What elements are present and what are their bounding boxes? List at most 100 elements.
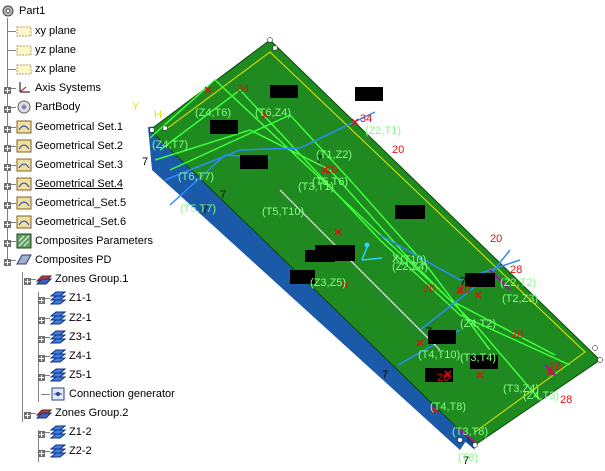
tree-item-z3-1[interactable]: Z3-1 [49,328,92,346]
tree-item-label: Z1-1 [69,292,92,305]
tree-item-z1-2[interactable]: Z1-2 [49,423,92,441]
redacted-block [465,273,495,287]
tree-connector [7,260,16,262]
expand-node-icon[interactable] [38,372,45,381]
zone-label: (T3,T8) [452,426,488,438]
tree-item-composites-parameters[interactable]: Composites Parameters [16,232,153,250]
tree-connector [7,202,16,204]
tree-item-partbody[interactable]: PartBody [16,98,80,116]
expand-node-icon[interactable] [38,448,45,458]
panel-side-face[interactable] [148,127,470,450]
zone-label: (Z4,T6) [195,107,231,119]
expand-node-icon[interactable] [38,353,45,362]
tree-item-composites-pd[interactable]: Composites PD [16,251,111,269]
tree-item-label: Geometrical_Set.5 [35,196,127,209]
thickness-label: 28 [510,264,522,276]
edge-number: 7 [142,156,148,168]
tree-item-connection-generator[interactable]: Connection generator [50,385,175,403]
tree-item-zones-group-1[interactable]: Zones Group.1 [35,270,128,288]
tree-item-yz-plane[interactable]: yz plane [16,41,76,59]
expand-node-icon[interactable] [4,200,11,209]
geometrical-set-icon [16,157,32,173]
transition-curve [164,111,376,181]
tree-item-geometrical-set-3[interactable]: Geometrical Set.3 [16,156,123,174]
expand-node-icon[interactable] [4,238,11,248]
vertex-point[interactable] [457,437,463,443]
expand-node-icon[interactable] [24,276,31,286]
tree-item-z2-1[interactable]: Z2-1 [49,309,92,327]
tree-item-label: Z3-1 [69,330,92,343]
vertex-point[interactable] [149,127,155,133]
point-marker [341,281,349,289]
expand-node-icon[interactable] [38,334,45,343]
vertex-point[interactable] [472,442,478,448]
tree-item-z1-1[interactable]: Z1-1 [49,289,92,307]
tree-connector [27,279,36,281]
zone-icon [49,443,67,459]
zone-label: (T6,Z4) [255,107,291,119]
axis-label-h: H [154,109,162,121]
tree-item-label: Z2-2 [69,445,92,458]
tree-item-geometrical-set-2[interactable]: Geometrical Set.2 [16,137,123,155]
expand-node-icon[interactable] [4,104,11,114]
tree-connector [7,241,16,243]
tree-item-zx-plane[interactable]: zx plane [16,60,76,78]
expand-node-icon[interactable] [4,162,11,171]
expand-node-icon[interactable] [4,181,11,190]
expand-node-icon[interactable] [4,143,11,152]
vertex-point[interactable] [272,45,278,51]
expand-node-icon[interactable] [24,410,31,419]
tree-item-label: Geometrical Set.3 [35,158,124,171]
tree-connector [41,432,50,434]
tree-item-z2-2[interactable]: Z2-2 [49,442,92,460]
vertex-point[interactable] [597,357,603,363]
tree-item-axis-systems[interactable]: Axis Systems [16,79,101,97]
point-marker [261,111,269,119]
vertex-point[interactable] [267,37,273,43]
tree-item-geometrical-set-6[interactable]: Geometrical_Set.6 [16,213,126,231]
edge-number: 7 [426,326,432,338]
tree-item-geometrical-set-5[interactable]: Geometrical_Set.5 [16,194,126,212]
part-icon [0,3,16,19]
expand-node-icon[interactable] [38,295,45,305]
thickness-label: 20 [458,284,470,296]
tree-connector [22,272,23,422]
expand-node-icon[interactable] [4,85,11,95]
point-marker [416,339,424,347]
axis-arrow [361,257,383,261]
redacted-block [270,85,298,98]
expand-node-icon[interactable] [4,257,11,267]
tree-item-geometrical-set-4[interactable]: Geometrical Set.4 [16,175,123,193]
tree-item-z5-1[interactable]: Z5-1 [49,366,92,384]
tree-root-part[interactable]: Part1 [0,2,45,20]
composite-part-model[interactable]: YHX34342020202020282828202877777777(Z4,T… [130,30,605,468]
expand-node-icon[interactable] [38,429,45,439]
vertex-point[interactable] [162,125,168,131]
tree-connector [7,145,16,147]
tree-item-label: zx plane [35,63,76,76]
edge-number: 7 [463,455,469,467]
zone-label: (Z4,T3) [523,390,559,402]
zones-group-icon [35,405,53,421]
thickness-label: 34 [237,83,249,95]
tree-item-zones-group-2[interactable]: Zones Group.2 [35,404,128,422]
tree-connector [7,126,16,128]
axis-origin [364,242,370,248]
expand-node-icon[interactable] [38,315,45,324]
point-marker [321,166,329,174]
geometrical-set-icon [16,138,32,154]
thickness-label: 20 [423,283,435,295]
expand-node-icon[interactable] [4,124,11,133]
expand-node-icon[interactable] [4,219,11,228]
tree-item-z4-1[interactable]: Z4-1 [49,347,92,365]
tree-item-geometrical-set-1[interactable]: Geometrical Set.1 [16,118,123,136]
magenta-edge-mark [459,429,476,443]
thickness-label: 20 [392,144,404,156]
zone-label: (T8) [458,452,478,464]
tree-item-xy-plane[interactable]: xy plane [16,22,76,40]
tree-connector [7,31,16,32]
zone-icon [49,367,67,383]
vertex-point[interactable] [592,345,598,351]
redacted-block [470,355,498,369]
